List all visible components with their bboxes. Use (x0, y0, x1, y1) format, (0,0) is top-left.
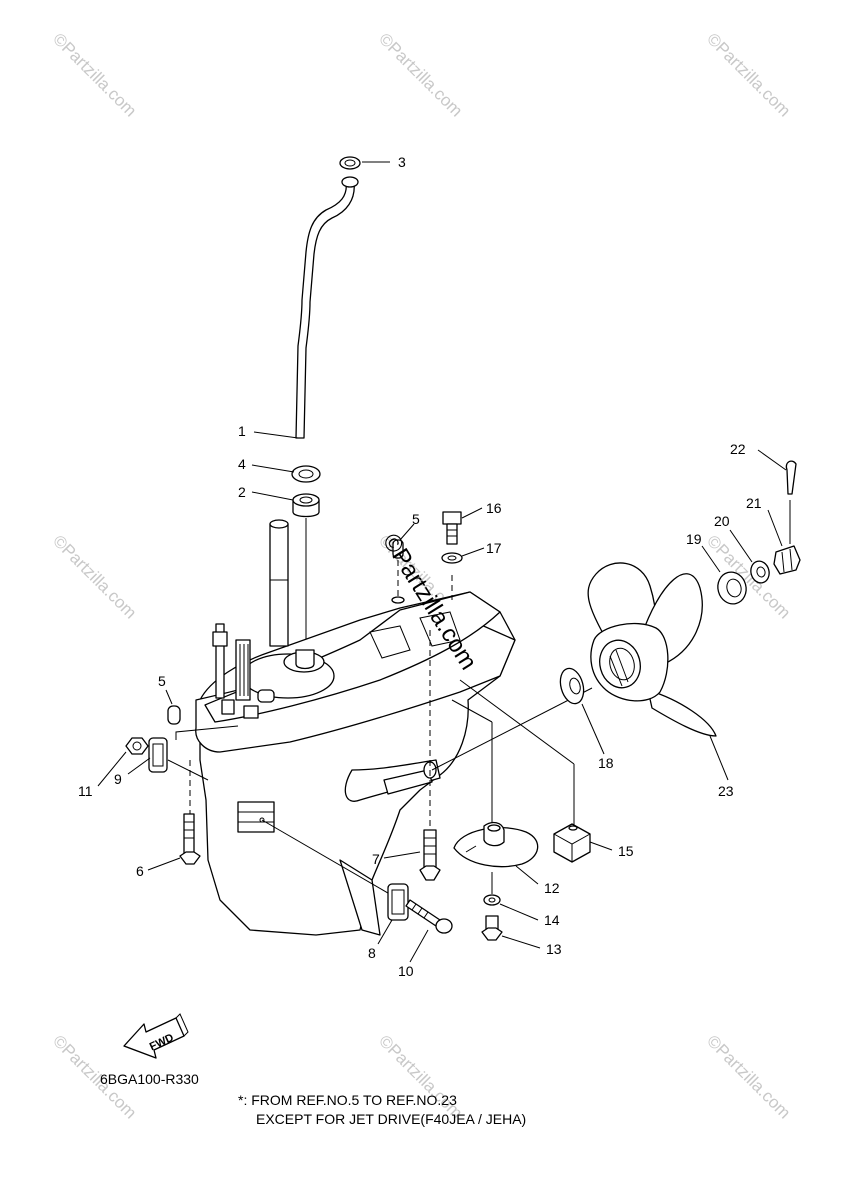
callout-10: 10 (398, 963, 414, 979)
washer-part-17 (441, 552, 463, 564)
callout-2: 2 (238, 484, 246, 500)
drive-shaft (269, 519, 289, 647)
callout-22: 22 (730, 441, 746, 457)
watermark-top-center: ©Partzilla.com (375, 29, 466, 120)
callout-21: 21 (746, 495, 762, 511)
callout-5-left: 5 (158, 673, 166, 689)
water-tube-part (295, 176, 359, 439)
plate-part-9 (148, 737, 168, 773)
washer-part-14 (483, 894, 501, 906)
lower-casing-part (195, 519, 516, 936)
grommet-part-3 (339, 156, 361, 170)
spacer-part-19 (717, 571, 747, 605)
anode-part-15 (553, 823, 591, 863)
tube-seal-ring (341, 176, 359, 188)
callout-1: 1 (238, 423, 246, 439)
bolt-part-16 (442, 511, 462, 545)
assembly-line-part-8 (261, 819, 401, 901)
watermark-bottom-center: ©Partzilla.com (375, 1031, 466, 1122)
callout-7: 7 (372, 851, 380, 867)
callout-9: 9 (114, 771, 122, 787)
plate-part-8 (387, 883, 409, 921)
note-line-1: *: FROM REF.NO.5 TO REF.NO.23 (238, 1092, 457, 1108)
callout-leaders (97, 161, 787, 963)
bracket-line-part-5 (175, 725, 239, 740)
callout-19: 19 (686, 531, 702, 547)
watermark-mid-right: ©Partzilla.com (703, 531, 794, 622)
assembly-line-part-9 (167, 759, 209, 781)
propeller-part-23 (587, 562, 717, 737)
note-line-2: EXCEPT FOR JET DRIVE(F40JEA / JEHA) (256, 1111, 527, 1127)
callout-14: 14 (544, 912, 560, 928)
propeller-hub-bore (599, 639, 641, 689)
bolt-part-13 (481, 915, 503, 941)
callout-labels: 1 2 3 4 5 5 6 7 8 9 10 11 12 13 14 15 16… (78, 154, 762, 979)
callout-5-upper: 5 (412, 511, 420, 527)
assembly-line-part-15 (459, 679, 575, 765)
callout-20: 20 (714, 513, 730, 529)
thrust-washer-part-18 (559, 667, 585, 705)
dowel-pin-part-5-left (167, 705, 181, 725)
grommet-part-2 (292, 493, 320, 518)
callout-8: 8 (368, 945, 376, 961)
callout-3: 3 (398, 154, 406, 170)
fwd-arrow-icon: FWD (123, 1013, 189, 1059)
shift-splines (235, 639, 251, 701)
cotter-pin-part-22 (785, 460, 797, 495)
callout-12: 12 (544, 880, 560, 896)
callout-15: 15 (618, 843, 634, 859)
callout-16: 16 (486, 500, 502, 516)
washer-part-20 (750, 560, 770, 584)
shift-rod (212, 623, 228, 699)
assembly-line-part-12 (451, 699, 493, 723)
castle-nut-part-21 (773, 545, 801, 575)
screw-part-10 (405, 899, 453, 934)
callout-6: 6 (136, 863, 144, 879)
nut-part-11 (125, 737, 149, 755)
watermark-bottom-right: ©Partzilla.com (703, 1031, 794, 1122)
seal-part-4 (291, 465, 321, 483)
watermark-top-right: ©Partzilla.com (703, 29, 794, 120)
water-inlet-grille (237, 801, 275, 833)
dowel-pin-part-5-upper (391, 539, 405, 604)
callout-23: 23 (718, 783, 734, 799)
watermark-top-left: ©Partzilla.com (49, 29, 140, 120)
callout-18: 18 (598, 755, 614, 771)
callout-13: 13 (546, 941, 562, 957)
bolt-part-6 (179, 813, 201, 865)
callout-4: 4 (238, 456, 246, 472)
callout-11: 11 (78, 783, 93, 799)
watermark-mid-left: ©Partzilla.com (49, 531, 140, 622)
diagram-code: 6BGA100-R330 (100, 1071, 199, 1087)
trim-tab-part-12 (453, 821, 539, 868)
bolt-part-7 (419, 829, 441, 881)
propeller-axis-line (431, 687, 593, 771)
callout-17: 17 (486, 540, 502, 556)
